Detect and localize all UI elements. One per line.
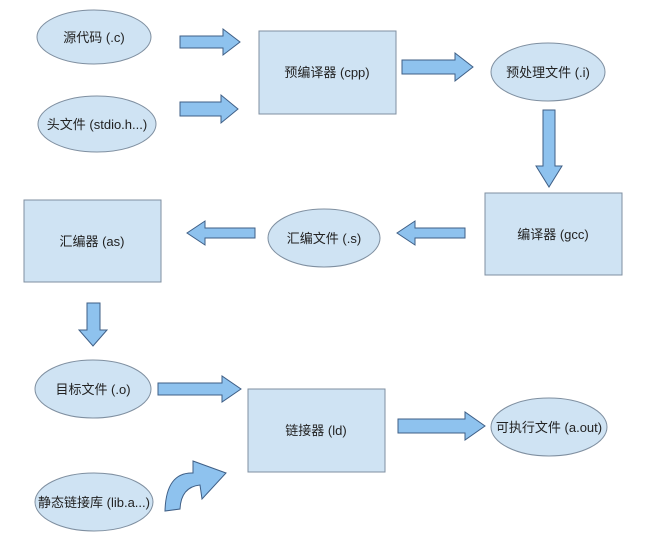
arrow-source-to-preprocessor [179,27,241,57]
node-static-library: 静态链接库 (lib.a...) [34,472,154,532]
arrow-assembler-to-object-file [77,302,109,347]
arrow-linker-to-executable [397,411,486,441]
node-label: 链接器 (ld) [285,423,346,438]
arrow-assembly-file-to-assembler [186,220,256,246]
node-label: 编译器 (gcc) [517,227,589,242]
node-header-file: 头文件 (stdio.h...) [37,95,157,153]
node-assembly-file: 汇编文件 (.s) [267,208,381,268]
node-label: 预处理文件 (.i) [506,65,590,80]
node-label: 汇编器 (as) [59,234,124,249]
arrow-compiler-to-assembly-file [396,220,466,246]
arrow-header-to-preprocessor [179,93,239,125]
node-assembler: 汇编器 (as) [23,199,162,283]
node-label: 汇编文件 (.s) [287,231,361,246]
node-executable-file: 可执行文件 (a.out) [490,397,608,457]
node-label: 目标文件 (.o) [55,382,130,397]
node-label: 静态链接库 (lib.a...) [38,495,150,510]
node-label: 头文件 (stdio.h...) [47,117,147,132]
arrow-preprocessor-to-preprocessed [401,51,474,83]
node-label: 源代码 (.c) [63,30,124,45]
node-label: 可执行文件 (a.out) [496,420,602,435]
node-preprocessor: 预编译器 (cpp) [258,30,397,115]
node-label: 预编译器 (cpp) [284,65,369,80]
arrow-object-file-to-linker [157,375,242,403]
node-source-file: 源代码 (.c) [36,9,152,65]
arrow-preprocessed-to-compiler [535,109,563,188]
node-linker: 链接器 (ld) [247,388,386,473]
node-preprocessed-file: 预处理文件 (.i) [490,42,606,102]
node-object-file: 目标文件 (.o) [34,359,152,419]
arrow-static-library-to-linker [164,460,227,512]
node-compiler: 编译器 (gcc) [484,192,623,276]
